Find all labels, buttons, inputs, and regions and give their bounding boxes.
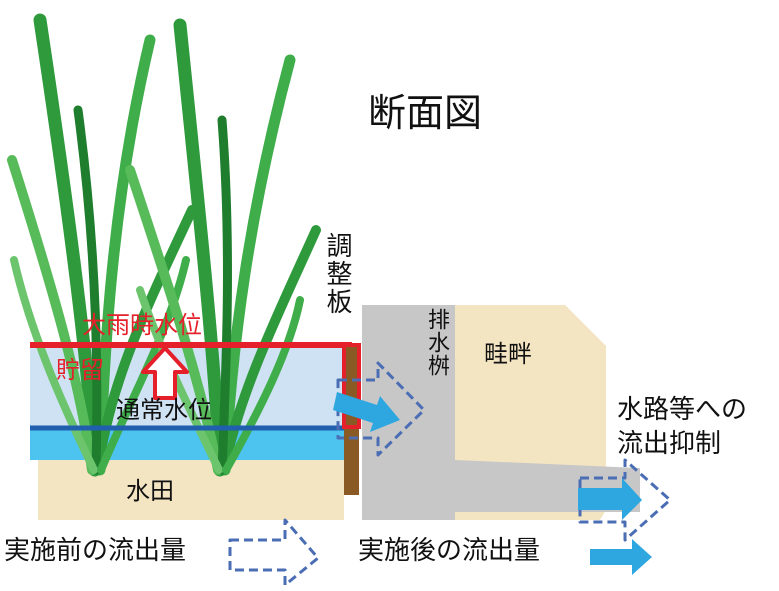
drain-box-label: 排水桝 xyxy=(424,308,449,377)
rice-plant-icon xyxy=(125,18,321,477)
dashed-arrow-icon xyxy=(578,458,672,542)
up-arrow-icon xyxy=(141,346,189,400)
dashed-arrow-icon xyxy=(336,361,426,457)
dashed-arrow-icon xyxy=(228,518,320,587)
adjust-board-text: 調整板 xyxy=(322,232,352,316)
suppression-label: 水路等への流出抑制 xyxy=(617,395,748,459)
flow-arrow-icon xyxy=(578,478,642,520)
diagram-title: 断面図 xyxy=(368,91,483,135)
flow-arrow-icon xyxy=(590,539,652,575)
paddy-label: 水田 xyxy=(126,477,174,505)
before-legend-label: 実施前の流出量 xyxy=(4,536,187,566)
after-legend-label: 実施後の流出量 xyxy=(358,536,541,566)
storage-label: 貯留 xyxy=(56,356,104,384)
flow-arrow-icon xyxy=(333,392,400,432)
adjust-board-red-frame xyxy=(342,343,361,429)
adjust-board xyxy=(344,345,359,495)
normal-level-label: 通常水位 xyxy=(116,396,212,424)
heavy-rain-level-label: 大雨時水位 xyxy=(82,311,202,339)
drain-box-text: 排水桝 xyxy=(424,308,449,377)
paddy-soil xyxy=(38,458,344,520)
adjust-board-label: 調整板 xyxy=(322,232,352,316)
levee-label: 畦畔 xyxy=(484,340,532,368)
